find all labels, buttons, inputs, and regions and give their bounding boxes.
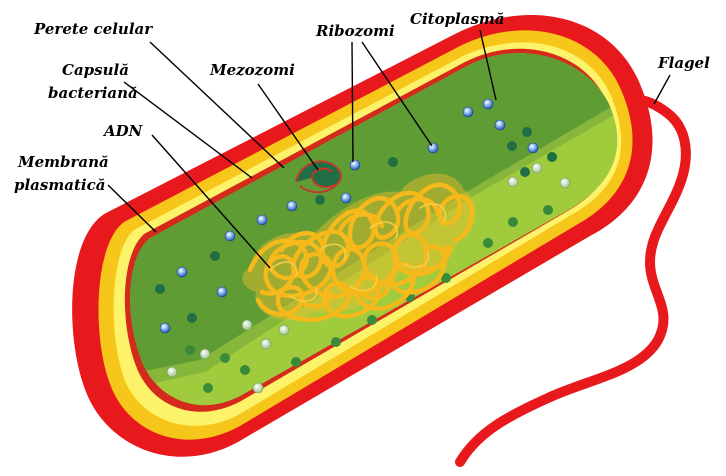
label-citoplasma: Citoplasmă	[410, 10, 505, 28]
label-mezozomi: Mezozomi	[209, 61, 295, 79]
leader-capsula	[124, 82, 252, 178]
label-membrana-line1: Membrană	[17, 153, 109, 171]
label-adn: ADN	[102, 122, 144, 140]
leader-flagel	[654, 75, 670, 104]
label-ribozomi: Ribozomi	[315, 22, 395, 40]
label-capsula-line2: bacteriană	[48, 84, 138, 102]
label-perete-celular: Perete celular	[33, 20, 153, 38]
label-flagel: Flagel	[657, 54, 710, 72]
label-capsula-line1: Capsulă	[62, 61, 129, 79]
label-membrana-line2: plasmatică	[14, 176, 105, 194]
leader-ribozomi-1	[352, 42, 353, 162]
